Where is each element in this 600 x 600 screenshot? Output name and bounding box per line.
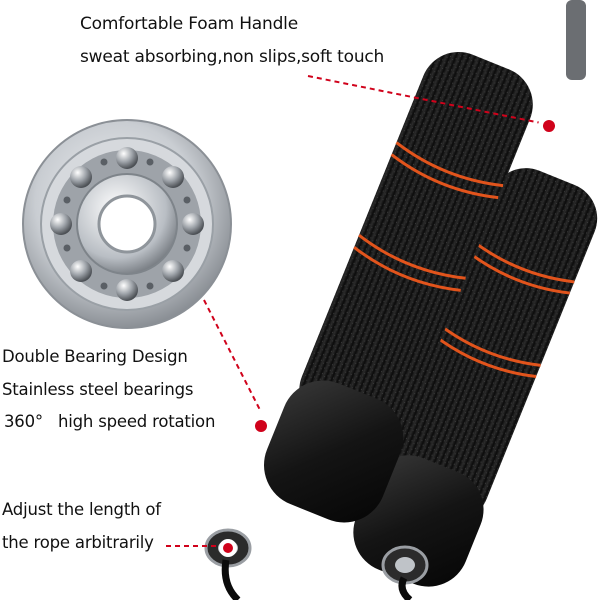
bearing-rotation: high speed rotation [58,412,216,431]
callout-line-bearing [203,299,261,411]
handle-front [263,51,533,523]
callout-dot-rope [219,539,237,557]
bearing-illustration [22,119,232,329]
rope-adjust-line2: the rope arbitrarily [2,533,154,552]
callout-dot-foam [538,115,560,137]
bearing-material: Stainless steel bearings [2,380,194,399]
callout-line-foam [307,75,547,125]
rope-adjust-line1: Adjust the length of [2,500,161,519]
rope-back [398,576,413,600]
foam-handle-title: Comfortable Foam Handle [80,14,298,34]
foam-handle-subtitle: sweat absorbing,non slips,soft touch [80,47,385,67]
bearing-title: Double Bearing Design [2,347,188,366]
rope-front [221,559,241,600]
callout-dot-bearing [250,415,272,437]
bearing-degree: 360° [4,412,43,431]
metal-rod [566,0,586,80]
